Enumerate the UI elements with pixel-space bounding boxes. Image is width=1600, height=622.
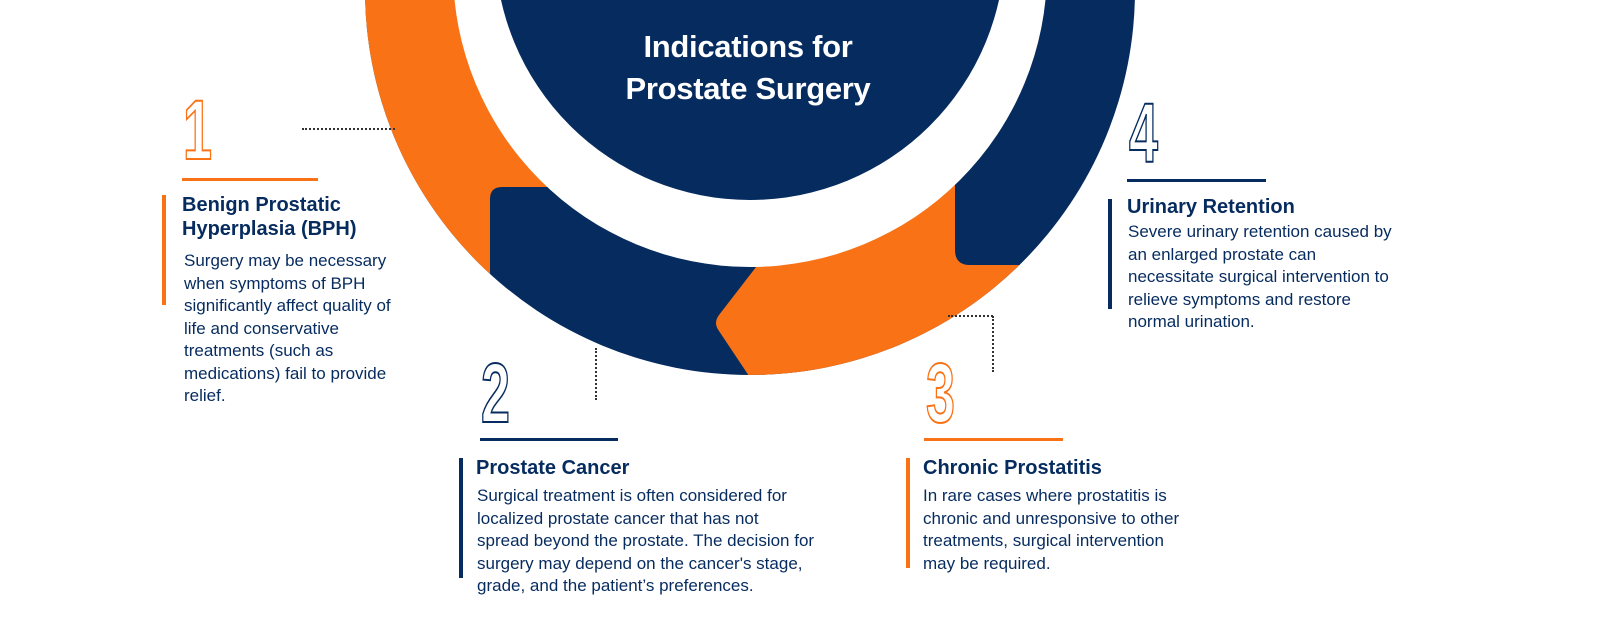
divider-3 [924, 438, 1063, 441]
item-title-4: Urinary Retention [1127, 196, 1295, 218]
accent-bar-3 [906, 458, 910, 568]
connector-3-horizontal [948, 315, 993, 317]
item-title-3: Chronic Prostatitis [923, 457, 1102, 479]
number-1: 1 [182, 83, 212, 177]
center-title: Indications for Prostate Surgery [548, 26, 948, 110]
divider-2 [480, 438, 618, 441]
item-title-1: Benign Prostatic Hyperplasia (BPH) [182, 194, 357, 240]
title-line-1: Indications for [643, 29, 853, 64]
item-description-1: Surgery may be necessary when symptoms o… [184, 251, 391, 405]
number-2: 2 [480, 346, 510, 440]
connector-3-vertical [992, 316, 994, 372]
item-title-2: Prostate Cancer [476, 457, 630, 479]
center-circle [501, 0, 999, 200]
divider-1 [182, 178, 318, 181]
connector-2 [595, 348, 597, 400]
divider-4 [1127, 179, 1266, 182]
item-description-3: In rare cases where prostatitis is chron… [923, 486, 1180, 573]
number-4: 4 [1128, 86, 1158, 180]
item-description-4: Severe urinary retention caused by an en… [1128, 222, 1392, 331]
connector-1 [302, 128, 395, 130]
number-3: 3 [925, 346, 955, 440]
accent-bar-2 [459, 458, 463, 578]
item-description-2: Surgical treatment is often considered f… [477, 486, 815, 595]
title-line-2: Prostate Surgery [625, 71, 871, 106]
accent-bar-4 [1108, 199, 1112, 309]
accent-bar-1 [162, 195, 166, 305]
